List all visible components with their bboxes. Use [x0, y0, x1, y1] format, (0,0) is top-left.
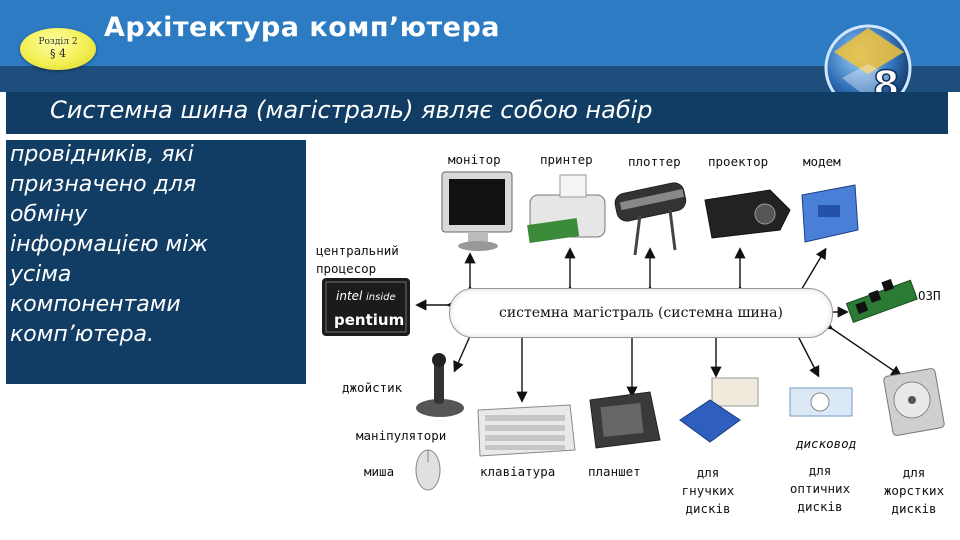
plotter-icon — [614, 182, 687, 256]
hdd-label-line: для — [902, 465, 926, 480]
definition-line: усіма — [10, 262, 72, 287]
definition-line: інформацією між — [10, 232, 209, 257]
banner-text: Системна шина (магістраль) являє собою н… — [50, 96, 653, 124]
optical-label-line: оптичних — [789, 481, 851, 496]
floppy-label-line: гнучких — [681, 483, 735, 498]
optical-drive-icon — [789, 387, 853, 417]
printer-icon — [527, 174, 606, 243]
floppy-label-line: дисків — [685, 501, 731, 516]
floppy-label-line: для — [696, 465, 720, 480]
hdd-label-line: жорстких — [883, 483, 945, 498]
cpu-chip-text: inside — [366, 292, 396, 303]
cpu-label: процесор — [316, 261, 377, 276]
definition-text: провідників, які призначено для обміну і… — [10, 140, 302, 350]
system-bus: системна магістраль (системна шина) — [449, 288, 833, 338]
plotter-label: плоттер — [628, 154, 681, 169]
hdd-label-line: дисків — [891, 501, 937, 516]
definition-line: обміну — [10, 202, 88, 227]
ram-label: ОЗП — [918, 288, 941, 303]
modem-label: модем — [803, 154, 841, 169]
monitor-label: монітор — [448, 152, 501, 167]
disk-drive-label: дисковод — [796, 436, 857, 451]
tablet-icon — [589, 391, 661, 449]
optical-label-line: для — [808, 463, 832, 478]
definition-line: комп’ютера. — [10, 322, 155, 347]
modem-icon — [801, 184, 859, 243]
hdd-label: для жорстких дисків — [872, 464, 956, 518]
cpu-chip-text: intel — [336, 289, 363, 303]
optical-label: для оптичних дисків — [778, 462, 862, 516]
definition-line: компонентами — [10, 292, 181, 317]
cpu-chip-text: pentium — [334, 311, 404, 329]
definition-panel — [6, 140, 306, 384]
floppy-label: для гнучких дисків — [670, 464, 746, 518]
monitor-icon — [441, 171, 513, 251]
header-bar — [0, 0, 960, 66]
keyboard-icon — [477, 404, 576, 457]
projector-icon — [704, 189, 791, 239]
optical-label-line: дисків — [797, 499, 843, 514]
keyboard-label: клавіатура — [480, 464, 556, 479]
printer-label: принтер — [540, 152, 593, 167]
definition-line: провідників, які — [10, 142, 194, 167]
joystick-icon — [416, 353, 464, 417]
header-stripe — [0, 66, 960, 92]
definition-line: призначено для — [10, 172, 197, 197]
paragraph-label: § 4 — [50, 47, 66, 60]
cpu-icon: intel inside pentium — [322, 278, 410, 336]
section-label: Розділ 2 — [38, 37, 78, 47]
manipulators-label: маніпулятори — [356, 428, 447, 443]
hard-disk-icon — [883, 368, 945, 436]
projector-label: проектор — [708, 154, 769, 169]
mouse-label: миша — [364, 464, 395, 479]
definition-banner — [6, 92, 948, 134]
mouse-icon — [415, 449, 441, 491]
tablet-label: планшет — [588, 464, 641, 479]
page-title: Архітектура комп’ютера — [104, 12, 500, 43]
floppy-drive-icon — [679, 377, 759, 443]
section-badge: Розділ 2 § 4 — [20, 28, 96, 70]
cpu-label: центральний — [316, 243, 399, 258]
system-bus-label: системна магістраль (системна шина) — [499, 305, 783, 321]
ram-icon — [845, 278, 918, 323]
joystick-label: джойстик — [342, 380, 403, 395]
